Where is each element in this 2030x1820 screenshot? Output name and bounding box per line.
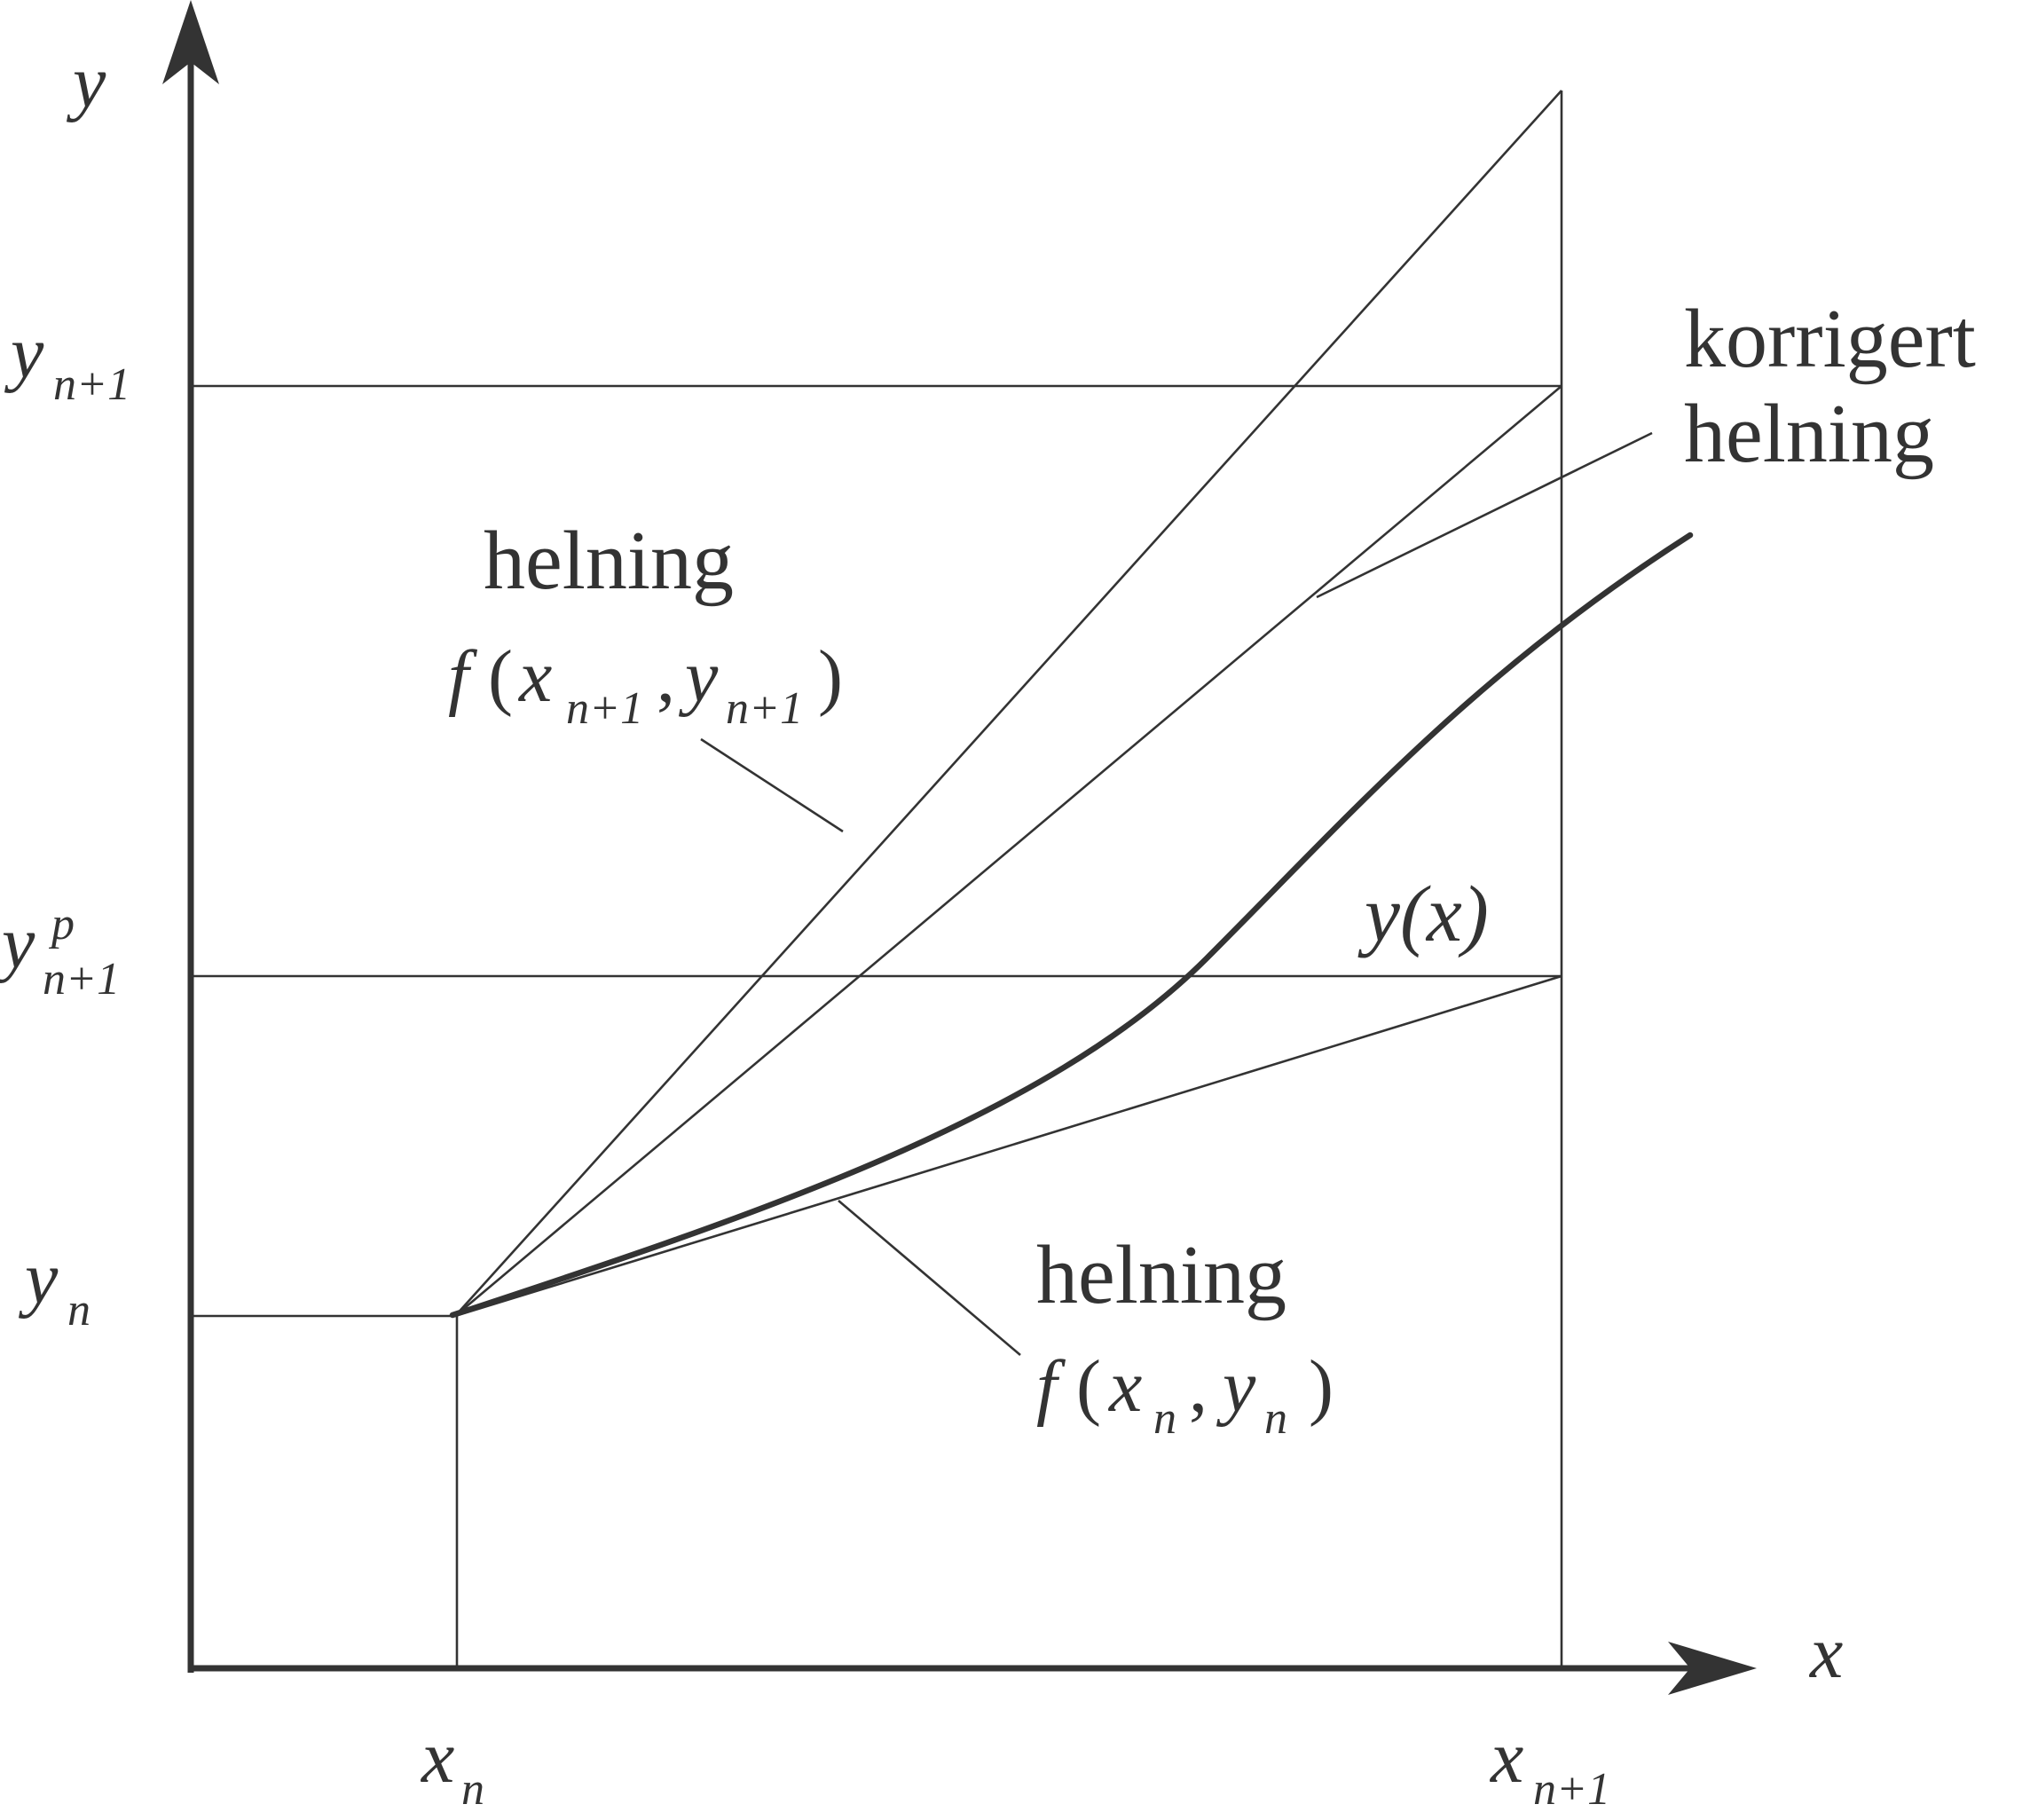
lower-formula-f: f xyxy=(1036,1345,1066,1428)
tick-x-n1: x n+1 xyxy=(1489,1716,1610,1815)
x-axis-arrowhead xyxy=(1668,1642,1757,1695)
tick-y-n1-base: y xyxy=(4,311,44,394)
tick-y-p-sup: p xyxy=(48,899,75,949)
tick-x-n1-base: x xyxy=(1489,1716,1523,1799)
y-axis-label: y xyxy=(66,41,106,123)
lower-formula-x-sub: n xyxy=(1153,1393,1176,1444)
lower-slope-word: helning xyxy=(1036,1229,1286,1321)
corrected-slope-line xyxy=(454,385,1562,1317)
lower-formula-open: ( xyxy=(1076,1345,1101,1428)
lower-formula-y-sub: n xyxy=(1264,1393,1287,1444)
upper-formula-open: ( xyxy=(488,635,513,718)
tick-y-n-sub: n xyxy=(67,1285,90,1335)
tick-x-n: x n xyxy=(420,1716,484,1815)
y-axis-arrowhead xyxy=(162,0,219,84)
solution-curve-y-of-x xyxy=(449,532,1694,1319)
tick-x-n1-sub: n+1 xyxy=(1533,1764,1610,1815)
lower-slope-leader xyxy=(838,1200,1021,1356)
tick-x-n-base: x xyxy=(420,1716,454,1799)
tick-y-n1: y n+1 xyxy=(4,311,130,410)
lower-formula-x: x xyxy=(1107,1345,1142,1428)
slope-f-xn1-yn1-line xyxy=(454,90,1562,1317)
tick-x-n-sub: n xyxy=(461,1764,484,1815)
lower-formula-comma: , xyxy=(1189,1345,1208,1428)
lower-slope-formula: f ( x n , y n ) xyxy=(1036,1345,1334,1450)
x-axis-label: x xyxy=(1808,1611,1843,1694)
lower-formula-close: ) xyxy=(1309,1345,1334,1428)
corrected-slope-label-line1: korrigert xyxy=(1684,293,1976,385)
upper-formula-x-sub: n+1 xyxy=(566,683,643,734)
upper-formula-close: ) xyxy=(818,635,843,718)
corrected-slope-leader xyxy=(1316,431,1653,599)
tick-y-n: y n xyxy=(18,1237,90,1335)
upper-formula-f: f xyxy=(448,635,478,718)
solution-curve-label: y(x) xyxy=(1357,871,1489,958)
upper-formula-y: y xyxy=(678,635,719,718)
slope-f-xn-yn-line xyxy=(454,974,1562,1318)
upper-slope-leader xyxy=(700,737,844,833)
upper-formula-x: x xyxy=(517,635,552,718)
tick-y-n1-sub: n+1 xyxy=(53,359,130,410)
corrected-slope-label-line2: helning xyxy=(1684,388,1934,480)
upper-slope-formula: f ( x n+1 , y n+1 ) xyxy=(448,635,843,740)
upper-formula-comma: , xyxy=(657,635,675,718)
tick-y-n-base: y xyxy=(18,1237,59,1320)
tick-y-p-sub: n+1 xyxy=(43,954,120,1005)
lower-formula-y: y xyxy=(1216,1345,1256,1428)
tick-y-p: y p n+1 xyxy=(0,873,120,1005)
tick-y-p-base: y xyxy=(0,902,35,984)
upper-formula-y-sub: n+1 xyxy=(726,683,803,734)
upper-slope-word: helning xyxy=(484,515,734,607)
